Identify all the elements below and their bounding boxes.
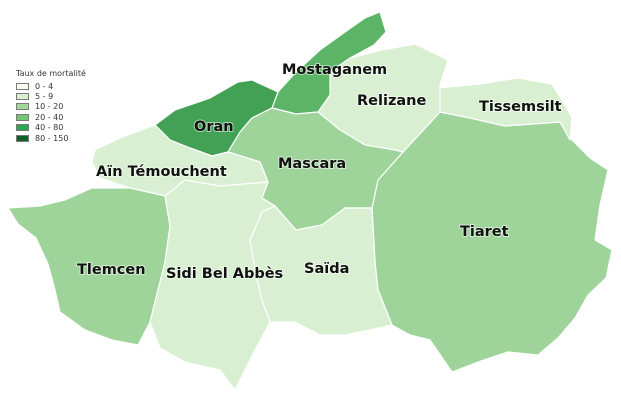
legend-row: 20 - 40 xyxy=(16,112,86,122)
legend-range-label: 5 - 9 xyxy=(35,92,54,102)
label-saida: Saïda xyxy=(304,261,349,277)
legend-row: 0 - 4 xyxy=(16,81,86,91)
label-relizane: Relizane xyxy=(357,93,426,109)
region-saida[interactable] xyxy=(249,205,393,336)
label-sidi-bel-abbes: Sidi Bel Abbès xyxy=(166,266,283,282)
label-oran: Oran xyxy=(194,119,234,135)
legend-row: 5 - 9 xyxy=(16,91,86,101)
legend-row: 10 - 20 xyxy=(16,102,86,112)
legend-row: 40 - 80 xyxy=(16,123,86,133)
legend-range-label: 40 - 80 xyxy=(35,123,64,133)
legend-swatch xyxy=(16,103,29,111)
legend-swatch xyxy=(16,134,29,142)
legend-range-label: 0 - 4 xyxy=(35,81,54,91)
legend-range-label: 80 - 150 xyxy=(35,133,69,143)
region-tiaret[interactable] xyxy=(371,111,613,373)
map-legend: Taux de mortalité 0 - 4 5 - 9 10 - 20 20… xyxy=(16,69,86,143)
label-tlemcen: Tlemcen xyxy=(77,262,146,278)
legend-swatch xyxy=(16,113,29,121)
label-ain-temouchent: Aïn Témouchent xyxy=(96,164,227,180)
legend-title: Taux de mortalité xyxy=(16,69,86,78)
legend-swatch xyxy=(16,124,29,132)
legend-range-label: 20 - 40 xyxy=(35,112,64,122)
legend-row: 80 - 150 xyxy=(16,133,86,143)
label-tissemsilt: Tissemsilt xyxy=(479,99,562,115)
region-tissemsilt[interactable] xyxy=(437,77,573,141)
label-mostaganem: Mostaganem xyxy=(282,62,387,78)
legend-swatch xyxy=(16,82,29,90)
label-tiaret: Tiaret xyxy=(460,224,509,240)
region-ain-temouchent[interactable] xyxy=(91,124,269,197)
region-sidi-bel-abbes[interactable] xyxy=(149,179,276,391)
legend-swatch xyxy=(16,93,29,101)
legend-range-label: 10 - 20 xyxy=(35,102,64,112)
label-mascara: Mascara xyxy=(278,156,346,172)
